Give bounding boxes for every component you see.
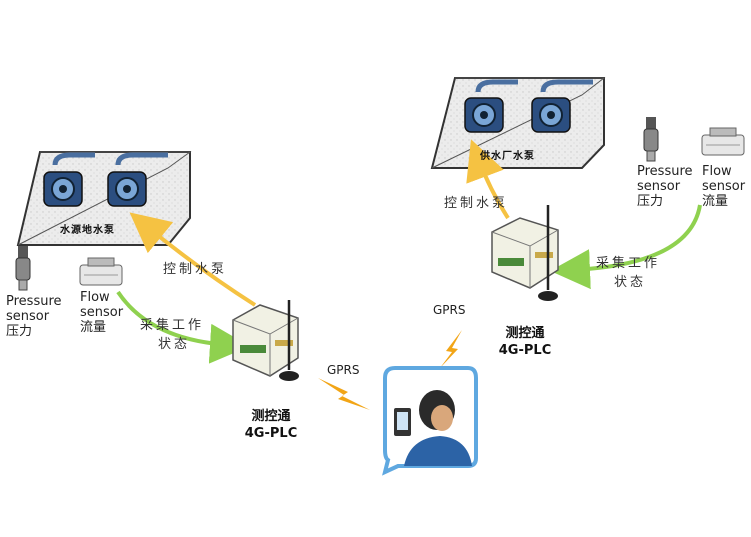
left-pump-1-icon — [43, 152, 95, 207]
left-gprs-label: GPRS — [327, 363, 360, 377]
right-control-pump-label: 控制水泵 — [444, 196, 509, 211]
right-pump-station-caption: 供水厂水泵 — [480, 151, 535, 162]
right-flow-sensor-icon — [701, 127, 745, 156]
left-pressure-sensor-icon — [15, 246, 31, 291]
right-pressure-sensor-label: Pressure sensor 压力 — [637, 164, 693, 209]
right-pump-station — [430, 77, 606, 169]
left-collect-status-label: 采集工作 状态 — [140, 318, 205, 352]
right-gprs-lightning-icon — [440, 330, 462, 368]
left-flow-sensor-icon — [79, 257, 123, 286]
right-collect-arrow — [550, 204, 702, 290]
right-pressure-sensor-icon — [643, 117, 659, 162]
right-flow-sensor-label: Flow sensor 流量 — [702, 164, 746, 209]
left-control-arrow — [129, 212, 257, 307]
left-flow-sensor-label: Flow sensor 流量 — [80, 290, 124, 335]
left-gprs-lightning-icon — [318, 378, 370, 410]
left-pump-station-caption: 水源地水泵 — [60, 225, 115, 236]
left-plc-device-icon — [232, 300, 299, 381]
right-control-arrow — [466, 139, 510, 220]
left-control-pump-label: 控制水泵 — [163, 262, 228, 277]
right-gprs-label: GPRS — [433, 303, 466, 317]
left-plc-label: 测控通 4G-PLC — [244, 409, 298, 441]
right-pump-2-icon — [531, 79, 593, 133]
right-plc-device-icon — [491, 205, 559, 301]
left-pressure-sensor-label: Pressure sensor 压力 — [6, 294, 62, 339]
left-pump-2-icon — [107, 152, 168, 207]
right-collect-status-label: 采集工作 状态 — [596, 256, 661, 290]
right-pump-1-icon — [464, 79, 518, 133]
phone-user-icon — [382, 366, 478, 476]
right-plc-label: 测控通 4G-PLC — [498, 326, 552, 358]
left-collect-arrow — [116, 290, 250, 364]
left-pump-station — [16, 151, 192, 246]
